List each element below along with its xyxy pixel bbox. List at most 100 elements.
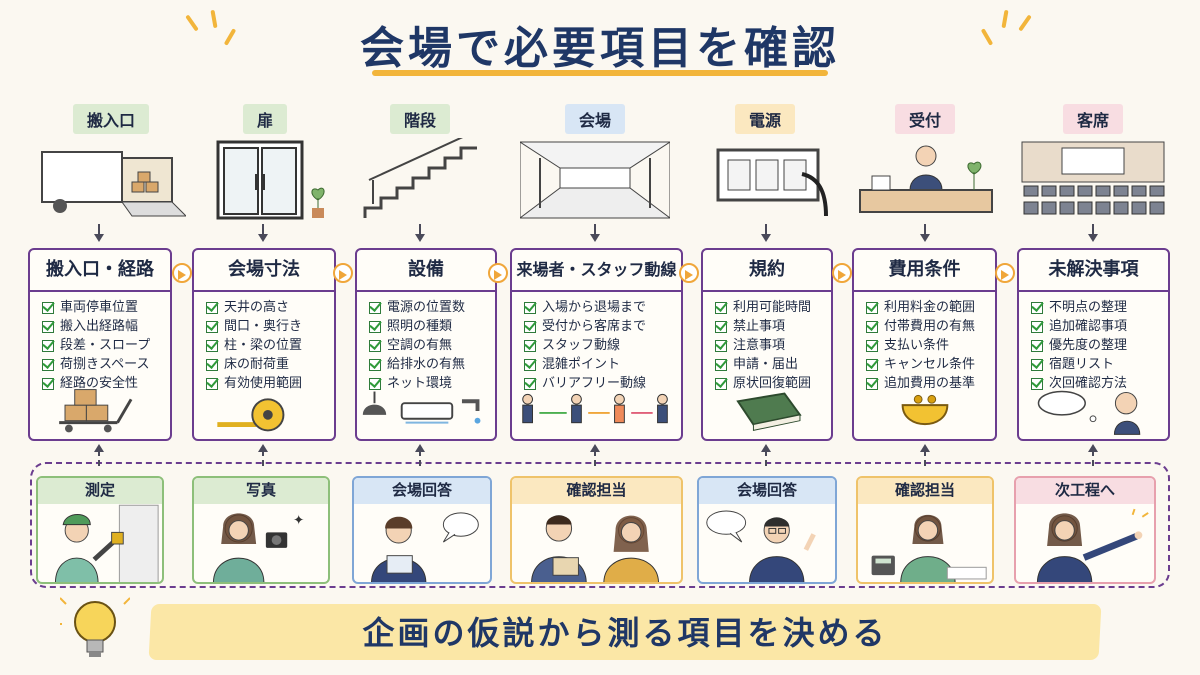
roles-group-frame [30, 462, 1170, 588]
checkbox-icon [715, 320, 727, 333]
checkbox-icon [1031, 358, 1043, 371]
handcart-icon [59, 389, 133, 433]
role-photo: 写真 ✦ [192, 476, 330, 584]
checklist-item: 電源の位置数 [369, 298, 495, 317]
up-arrow [93, 444, 105, 466]
photographer-icon: ✦ [213, 513, 304, 582]
checklist-item: 間口・奥行き [206, 317, 334, 336]
checklist-item: ネット環境 [369, 374, 495, 393]
checklist-item: 搬入出経路幅 [42, 317, 170, 336]
category-stairs: 階段 [345, 104, 495, 234]
checkbox-icon [369, 301, 381, 314]
checkbox-icon [369, 339, 381, 352]
checklist-item: 混雑ポイント [524, 355, 681, 374]
checklist-item: 照明の種類 [369, 317, 495, 336]
measuring-person-icon [55, 504, 159, 582]
checkbox-icon [206, 339, 218, 352]
card-unresolved-items: 未解決事項 不明点の整理 追加確認事項 優先度の整理 宿題リスト 次回確認方法 [1017, 248, 1170, 441]
tape-measure-icon [217, 398, 285, 432]
checklist-item: 受付から客席まで [524, 317, 681, 336]
checklist-item: スタッフ動線 [524, 336, 681, 355]
card-equipment: 設備 電源の位置数 照明の種類 空調の有無 給排水の有無 ネット環境 [355, 248, 497, 441]
card-rules: 規約 利用可能時間 禁止事項 注意事項 申請・届出 原状回復範囲 [701, 248, 833, 441]
checkbox-icon [524, 377, 536, 390]
checkbox-icon [42, 301, 54, 314]
page-title: 会場で必要項目を確認 [360, 23, 840, 74]
down-arrow [257, 224, 269, 244]
door-icon [216, 140, 325, 220]
card-visitor-staff-flow: 来場者・スタッフ動線 入場から退場まで 受付から客席まで スタッフ動線 混雑ポイ… [510, 248, 683, 441]
checklist: 電源の位置数 照明の種類 空調の有無 給排水の有無 ネット環境 [357, 292, 495, 393]
category-tag: 電源 [734, 104, 795, 134]
down-arrow [589, 224, 601, 244]
outlet-icon [716, 148, 828, 217]
card-title: 設備 [357, 250, 495, 292]
checklist-item: 注意事項 [715, 336, 831, 355]
right-arrow-icon [488, 263, 508, 283]
up-arrow [1087, 444, 1099, 466]
role-measure: 測定 [36, 476, 164, 584]
checklist-item: 利用可能時間 [715, 298, 831, 317]
stairs-icon [363, 138, 477, 218]
right-arrow-icon [172, 263, 192, 283]
checklist-item: 入場から退場まで [524, 298, 681, 317]
checkbox-icon [715, 339, 727, 352]
category-seats: 客席 [1018, 104, 1168, 234]
checklist-item: 不明点の整理 [1031, 298, 1168, 317]
checkbox-icon [524, 320, 536, 333]
checklist: 利用可能時間 禁止事項 注意事項 申請・届出 原状回復範囲 [703, 292, 831, 393]
checkbox-icon [206, 320, 218, 333]
checklist-item: 天井の高さ [206, 298, 334, 317]
checklist: 車両停車位置 搬入出経路幅 段差・スロープ 荷捌きスペース 経路の安全性 [30, 292, 170, 393]
role-check-lead-2: 確認担当 [856, 476, 994, 584]
checklist-item: キャンセル条件 [866, 355, 995, 374]
rulebook-icon [736, 392, 802, 431]
checklist-item: 空調の有無 [369, 336, 495, 355]
checkbox-icon [206, 358, 218, 371]
checkbox-icon [1031, 377, 1043, 390]
card-loading-route: 搬入口・経路 車両停車位置 搬入出経路幅 段差・スロープ 荷捌きスペース 経路の… [28, 248, 172, 441]
category-power: 電源 [690, 104, 840, 234]
checklist-item: 有効使用範囲 [206, 374, 334, 393]
category-hall: 会場 [520, 104, 670, 234]
venue-staff-icon [371, 512, 479, 582]
role-title: 次工程へ [1016, 478, 1154, 504]
category-tag: 受付 [894, 104, 955, 134]
down-arrow [760, 224, 772, 244]
checklist-item: 利用料金の範囲 [866, 298, 995, 317]
checkbox-icon [42, 320, 54, 333]
category-tag: 扉 [242, 104, 287, 134]
checklist-item: 宿題リスト [1031, 355, 1168, 374]
checklist-item: 追加確認事項 [1031, 317, 1168, 336]
up-arrow [257, 444, 269, 466]
down-arrow [414, 224, 426, 244]
two-staff-icon [531, 515, 659, 582]
checkbox-icon [524, 358, 536, 371]
down-arrow [1087, 224, 1099, 244]
checkbox-icon [1031, 339, 1043, 352]
category-tag: 客席 [1062, 104, 1123, 134]
up-arrow [760, 444, 772, 466]
truck-icon [41, 151, 186, 217]
checkbox-icon [206, 377, 218, 390]
checklist-item: 申請・届出 [715, 355, 831, 374]
checklist-item: 床の耐荷重 [206, 355, 334, 374]
checklist: 天井の高さ 間口・奥行き 柱・梁の位置 床の耐荷重 有効使用範囲 [194, 292, 334, 393]
right-arrow-icon [832, 263, 852, 283]
checkbox-icon [715, 377, 727, 390]
right-arrow-icon [333, 263, 353, 283]
equipment-icons [362, 391, 481, 424]
checkbox-icon [369, 358, 381, 371]
hall-icon [520, 141, 670, 219]
pointing-staff-icon [1036, 508, 1149, 582]
checklist-item: 車両停車位置 [42, 298, 170, 317]
right-arrow-icon [679, 263, 699, 283]
checklist: 入場から退場まで 受付から客席まで スタッフ動線 混雑ポイント バリアフリー動線 [512, 292, 681, 393]
checklist-item: 段差・スロープ [42, 336, 170, 355]
role-title: 写真 [194, 478, 328, 504]
role-title: 測定 [38, 478, 162, 504]
category-tag: 搬入口 [72, 104, 149, 134]
checkbox-icon [206, 301, 218, 314]
checkbox-icon [1031, 320, 1043, 333]
checkbox-icon [715, 301, 727, 314]
